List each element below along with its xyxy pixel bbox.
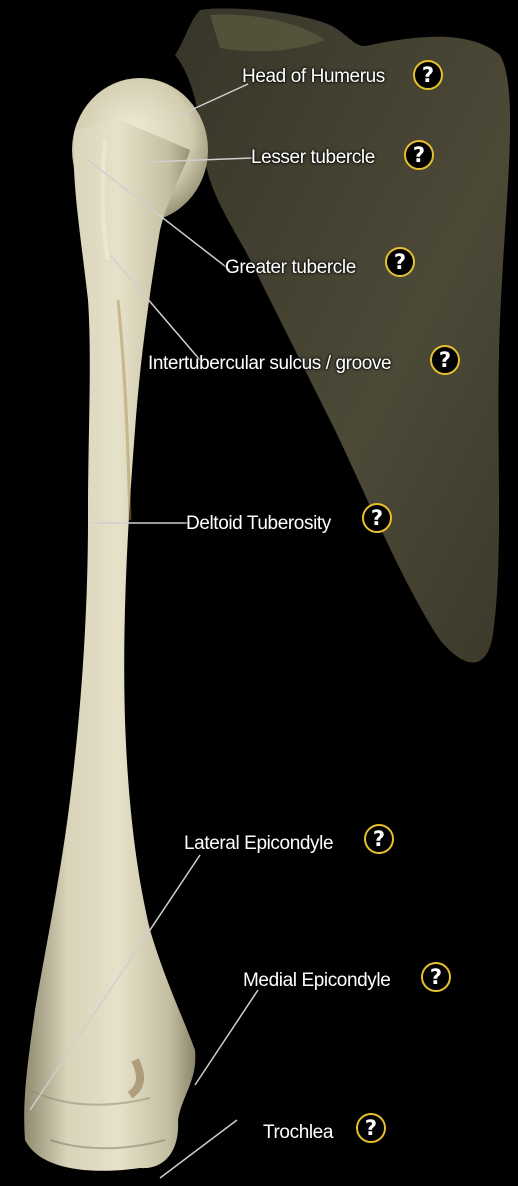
leader-medial-epicondyle [195, 990, 258, 1085]
humerus-shaft-shape [24, 120, 195, 1171]
label-lesser-tubercle: Lesser tubercle [251, 147, 375, 169]
help-button-lesser-tubercle[interactable]: ? [404, 140, 434, 170]
label-lateral-epicondyle: Lateral Epicondyle [184, 833, 333, 855]
label-head-of-humerus: Head of Humerus [242, 66, 385, 88]
label-trochlea: Trochlea [263, 1122, 333, 1144]
help-button-intertubercular-sulcus[interactable]: ? [430, 345, 460, 375]
help-button-deltoid-tuberosity[interactable]: ? [362, 503, 392, 533]
label-greater-tubercle: Greater tubercle [225, 257, 356, 279]
label-deltoid-tuberosity: Deltoid Tuberosity [186, 513, 331, 535]
help-button-head-of-humerus[interactable]: ? [413, 60, 443, 90]
label-intertubercular-sulcus: Intertubercular sulcus / groove [148, 353, 391, 375]
label-medial-epicondyle: Medial Epicondyle [243, 970, 390, 992]
help-button-greater-tubercle[interactable]: ? [385, 247, 415, 277]
scapula-shape [175, 8, 510, 662]
help-button-medial-epicondyle[interactable]: ? [421, 962, 451, 992]
help-button-trochlea[interactable]: ? [356, 1113, 386, 1143]
help-button-lateral-epicondyle[interactable]: ? [364, 824, 394, 854]
